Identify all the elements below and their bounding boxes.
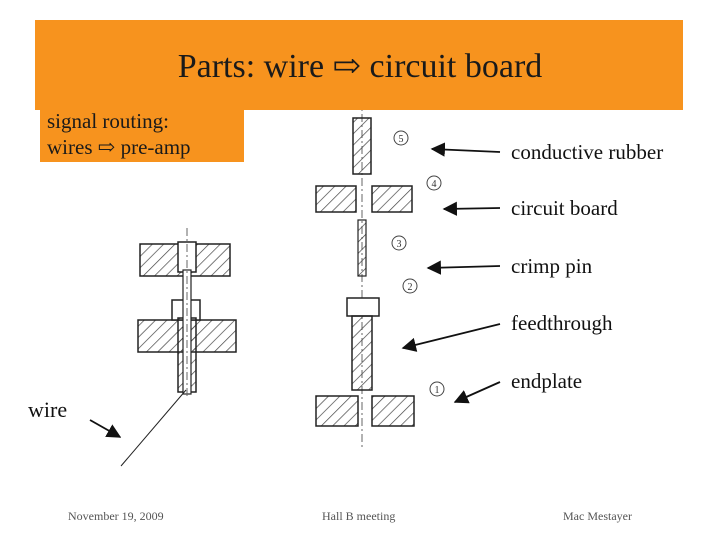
assembled-view bbox=[137, 228, 237, 398]
part-crimp-pin bbox=[357, 219, 367, 277]
part-number-1: 1 bbox=[435, 385, 440, 396]
arrow-endplate bbox=[453, 381, 501, 404]
part-endplate-left bbox=[315, 395, 359, 427]
part-feedthrough-body bbox=[351, 315, 373, 391]
footer-author: Mac Mestayer bbox=[563, 509, 632, 523]
arrow-feedthrough bbox=[401, 323, 501, 352]
footer-event: Hall B meeting bbox=[322, 509, 396, 523]
label-circuit-board: circuit board bbox=[511, 196, 618, 220]
slide-title: Parts: wire ⇨ circuit board bbox=[177, 48, 543, 85]
exploded-view bbox=[315, 98, 415, 448]
arrow-wire bbox=[89, 419, 122, 438]
part-number-2-circle bbox=[402, 278, 418, 294]
title-bar bbox=[35, 20, 683, 110]
subtitle-line-1: signal routing: bbox=[47, 109, 169, 133]
part-number-5-circle bbox=[393, 130, 409, 146]
arrow-crimp-pin bbox=[426, 260, 501, 275]
subtitle-line-2: wires ⇨ pre-amp bbox=[47, 135, 191, 159]
wire-leader-line bbox=[120, 389, 187, 467]
label-feedthrough: feedthrough bbox=[511, 311, 613, 335]
arrow-circuit-board bbox=[442, 201, 501, 216]
callout-arrows bbox=[89, 142, 501, 438]
part-number-3-circle bbox=[391, 235, 407, 251]
subtitle-box: signal routing: wires ⇨ pre-amp bbox=[40, 104, 244, 162]
part-number-2: 2 bbox=[408, 282, 413, 293]
part-number-4: 4 bbox=[432, 179, 437, 190]
part-conductive-rubber bbox=[352, 117, 372, 175]
part-number-bubbles: 5 4 3 2 1 bbox=[391, 130, 445, 397]
part-number-1-circle bbox=[429, 381, 445, 397]
footer-date: November 19, 2009 bbox=[68, 509, 164, 523]
part-endplate-right bbox=[371, 395, 415, 427]
part-number-4-circle bbox=[426, 175, 442, 191]
label-crimp-pin: crimp pin bbox=[511, 254, 593, 278]
part-feedthrough-head bbox=[346, 297, 380, 317]
label-wire: wire bbox=[28, 397, 68, 422]
label-conductive-rubber: conductive rubber bbox=[511, 140, 664, 164]
arrow-conductive-rubber bbox=[430, 142, 501, 157]
part-number-3: 3 bbox=[397, 239, 402, 250]
part-circuit-board-left bbox=[315, 185, 357, 213]
subtitle: signal routing: wires ⇨ pre-amp bbox=[47, 108, 191, 160]
part-circuit-board-right bbox=[371, 185, 413, 213]
label-endplate: endplate bbox=[511, 369, 583, 393]
part-number-5: 5 bbox=[399, 134, 404, 145]
